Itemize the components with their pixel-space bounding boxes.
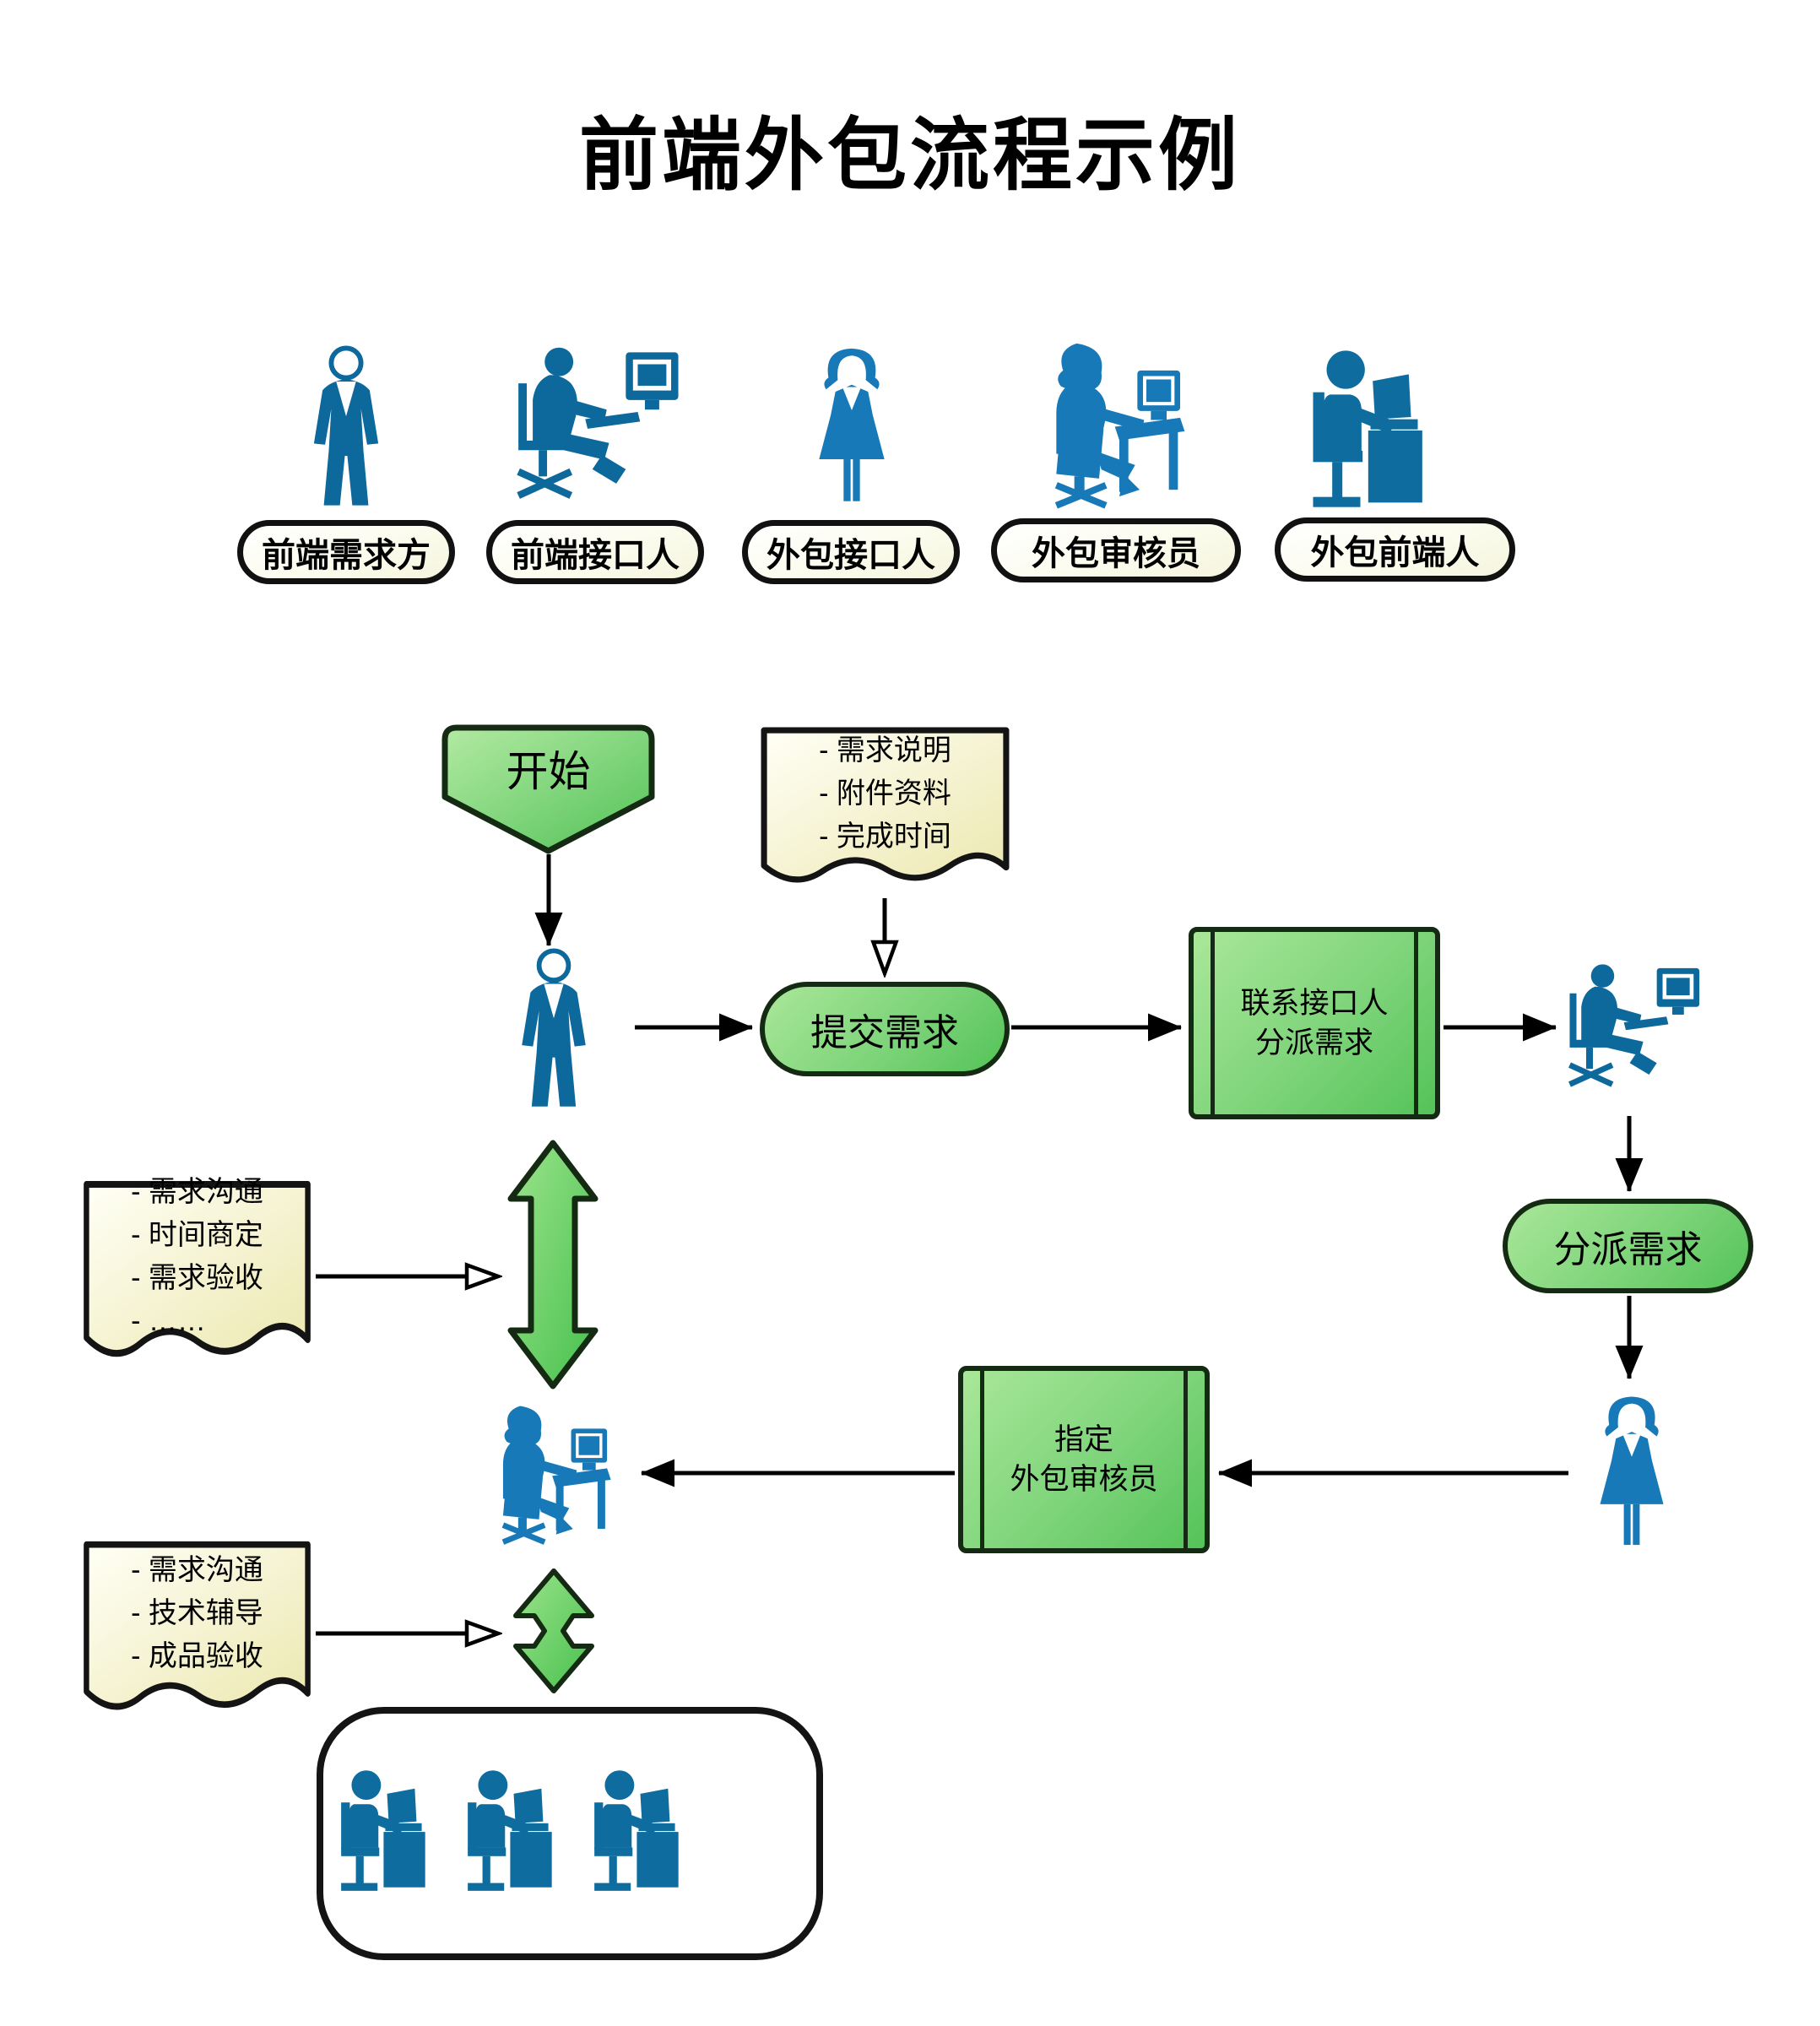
bidirectional-arrow-large: [507, 1140, 599, 1389]
outsourced-developers-group: [317, 1707, 823, 1960]
contact-dispatch-node: 联系接口人 分派需求: [1189, 927, 1440, 1119]
role-label-outsourcing-reviewer: 外包审核员: [991, 518, 1241, 582]
note-shape: [84, 1181, 311, 1357]
note-requirement-details: - 需求说明 - 附件资料 - 完成时间: [757, 724, 1013, 903]
role-label-text: 外包前端人: [1310, 534, 1480, 572]
start-node-shape: [441, 724, 655, 854]
note-guidance-items: - 需求沟通 - 技术辅导 - 成品验收: [80, 1538, 314, 1732]
start-node: 开始: [441, 724, 655, 855]
role-label-text: 外包接口人: [766, 537, 935, 574]
role-label-frontend-requester: 前端需求方: [237, 520, 455, 584]
role-label-text: 外包审核员: [1032, 535, 1200, 572]
dispatch-request-label: 分派需求: [1553, 1229, 1703, 1270]
role-label-outsourcing-contact: 外包接口人: [742, 520, 960, 584]
contact-dispatch-label: 联系接口人 分派需求: [1240, 986, 1389, 1059]
assign-reviewer-label: 指定 外包审核员: [1010, 1422, 1158, 1496]
role-label-outsourced-frontend: 外包前端人: [1275, 517, 1515, 582]
submit-request-node: 提交需求: [760, 982, 1010, 1076]
note-communication-items: - 需求沟通 - 时间商定 - 需求验收 - ……: [80, 1176, 314, 1380]
bidirectional-arrow-small: [513, 1568, 594, 1693]
assign-reviewer-node: 指定 外包审核员: [958, 1366, 1210, 1553]
standing-man-icon: [492, 947, 615, 1113]
man-at-computer-icon: [1560, 944, 1705, 1113]
role-label-text: 前端接口人: [511, 537, 680, 574]
submit-request-label: 提交需求: [810, 1012, 959, 1054]
worker-at-desk-icon: [337, 1763, 436, 1896]
role-label-frontend-contact: 前端接口人: [486, 520, 704, 584]
note-shape: [761, 727, 1010, 883]
note-shape: [84, 1541, 311, 1710]
role-label-text: 前端需求方: [262, 537, 431, 574]
worker-at-desk-icon: [590, 1763, 690, 1896]
worker-at-desk-icon: [463, 1763, 563, 1896]
standing-woman-icon: [1575, 1384, 1688, 1558]
dispatch-request-node: 分派需求: [1503, 1199, 1753, 1293]
page-title: 前端外包流程示例: [578, 111, 1241, 199]
woman-at-computer-icon: [488, 1389, 630, 1557]
